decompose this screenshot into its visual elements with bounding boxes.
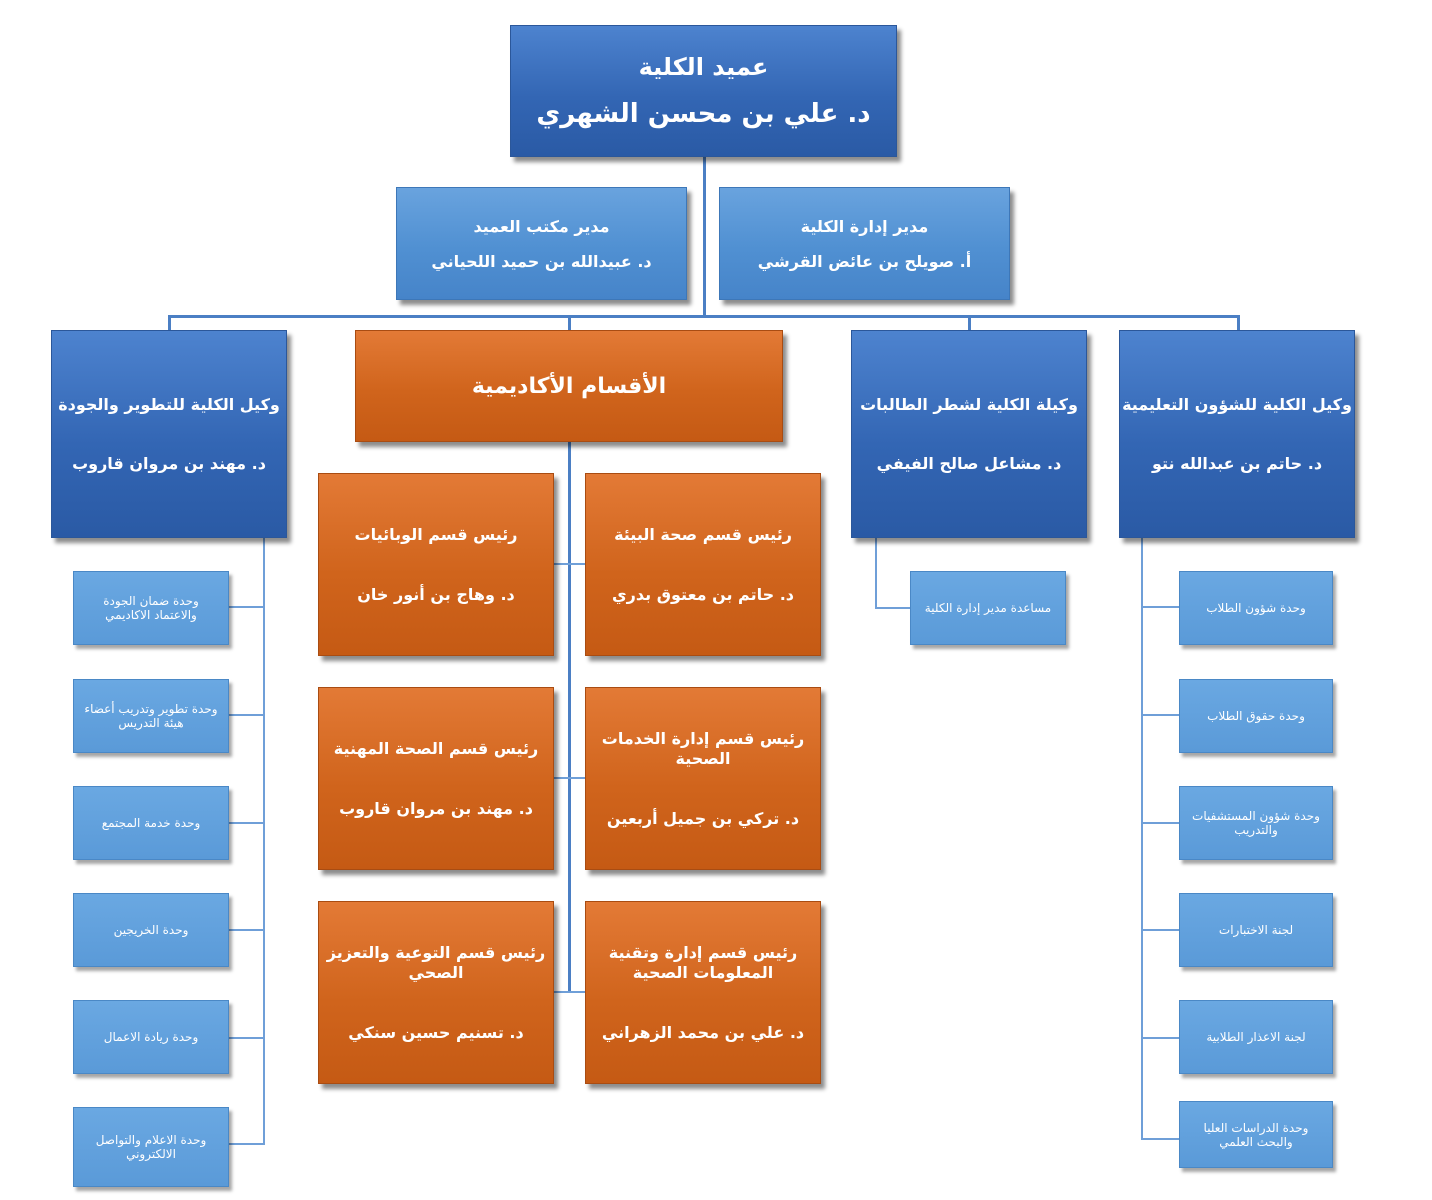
- unit-label: وحدة تطوير وتدريب أعضاء هيئة التدريس: [84, 702, 218, 730]
- unit-label: لجنة الاختبارات: [1218, 923, 1294, 937]
- dean-office-manager-name: د. عبيدالله بن حميد اللحياني: [431, 251, 652, 271]
- unit-label: وحدة حقوق الطلاب: [1207, 709, 1305, 723]
- development-unit: وحدة تطوير وتدريب أعضاء هيئة التدريس: [73, 679, 229, 753]
- connector-dev-unit-1: [229, 606, 265, 608]
- academic-departments-box: الأقسام الأكاديمية: [355, 330, 783, 442]
- vice-dean-development-title: وكيل الكلية للتطوير والجودة: [58, 395, 280, 414]
- vice-dean-development-name: د. مهند بن مروان قاروب: [72, 454, 266, 473]
- department-title: رئيس قسم التوعية والتعزيز الصحي: [326, 943, 546, 982]
- dean-office-manager-title: مدير مكتب العميد: [473, 216, 610, 236]
- connector-female-units-vertical: [875, 537, 877, 609]
- department-head-name: د. مهند بن مروان قاروب: [339, 799, 533, 818]
- unit-label: لجنة الاعذار الطلابية: [1206, 1030, 1306, 1044]
- vice-dean-female-name: د. مشاعل صالح الفيفي: [876, 454, 1062, 473]
- unit-label: وحدة الخريجين: [113, 923, 189, 937]
- connector-departments-trunk: [568, 441, 571, 993]
- department-health-informatics: رئيس قسم إدارة وتقنية المعلومات الصحية د…: [585, 901, 821, 1084]
- dean-box: عميد الكلية د. علي بن محسن الشهري: [510, 25, 897, 157]
- connector-dev-unit-6: [229, 1143, 265, 1145]
- department-health-promotion: رئيس قسم التوعية والتعزيز الصحي د. تسنيم…: [318, 901, 554, 1084]
- department-occupational-health: رئيس قسم الصحة المهنية د. مهند بن مروان …: [318, 687, 554, 870]
- department-head-name: د. تركي بن جميل أربعين: [606, 809, 800, 828]
- education-unit: لجنة الاختبارات: [1179, 893, 1333, 967]
- connector-dev-unit-3: [229, 822, 265, 824]
- department-health-services-admin: رئيس قسم إدارة الخدمات الصحية د. تركي بن…: [585, 687, 821, 870]
- unit-label: وحدة الدراسات العليا والبحث العلمي: [1203, 1120, 1309, 1149]
- education-unit: وحدة شؤون الطلاب: [1179, 571, 1333, 645]
- unit-label: وحدة شؤون الطلاب: [1206, 601, 1306, 615]
- education-unit: وحدة شؤون المستشفيات والتدريب: [1179, 786, 1333, 860]
- department-head-name: د. علي بن محمد الزهراني: [601, 1023, 805, 1042]
- connector-education-units-vertical: [1141, 537, 1143, 1139]
- development-unit: وحدة الاعلام والتواصل الالكتروني: [73, 1107, 229, 1187]
- development-unit: وحدة ضمان الجودة والاعتماد الاكاديمي: [73, 571, 229, 645]
- development-unit: وحدة خدمة المجتمع: [73, 786, 229, 860]
- connector-dev-unit-5: [229, 1037, 265, 1039]
- connector-vice-education: [1237, 315, 1240, 331]
- department-title: رئيس قسم الصحة المهنية: [333, 739, 539, 758]
- vice-dean-female-box: وكيلة الكلية لشطر الطالبات د. مشاعل صالح…: [851, 330, 1087, 538]
- unit-label: وحدة الاعلام والتواصل الالكتروني: [95, 1133, 207, 1161]
- connector-dev-unit-2: [229, 714, 265, 716]
- department-head-name: د. حاتم بن معتوق بدري: [612, 585, 794, 604]
- vice-dean-development-box: وكيل الكلية للتطوير والجودة د. مهند بن م…: [51, 330, 287, 538]
- unit-label: وحدة شؤون المستشفيات والتدريب: [1192, 809, 1320, 837]
- connector-female-unit-1: [875, 607, 910, 609]
- unit-label: وحدة خدمة المجتمع: [101, 816, 201, 830]
- dean-title: عميد الكلية: [638, 53, 769, 81]
- connector-top-horizontal: [168, 315, 1240, 318]
- connector-edu-unit-2: [1141, 714, 1179, 716]
- vice-dean-female-title: وكيلة الكلية لشطر الطالبات: [860, 395, 1078, 414]
- department-head-name: د. وهاج بن أنور خان: [357, 585, 515, 604]
- department-head-name: د. تسنيم حسين سنكي: [348, 1023, 524, 1042]
- department-title: رئيس قسم الوبائيات: [354, 525, 518, 544]
- connector-edu-unit-6: [1141, 1138, 1179, 1140]
- education-unit: وحدة حقوق الطلاب: [1179, 679, 1333, 753]
- development-unit: وحدة الخريجين: [73, 893, 229, 967]
- dean-office-manager-box: مدير مكتب العميد د. عبيدالله بن حميد الل…: [396, 187, 687, 300]
- vice-dean-education-box: وكيل الكلية للشؤون التعليمية د. حاتم بن …: [1119, 330, 1355, 538]
- department-environmental-health: رئيس قسم صحة البيئة د. حاتم بن معتوق بدر…: [585, 473, 821, 656]
- college-admin-manager-title: مدير إدارة الكلية: [800, 216, 929, 236]
- college-admin-manager-name: أ. صويلح بن عائض القرشي: [757, 251, 972, 271]
- connector-development-units-vertical: [263, 537, 265, 1144]
- connector-dept-row1: [552, 563, 586, 565]
- unit-label: وحدة ريادة الاعمال: [103, 1030, 199, 1044]
- connector-edu-unit-5: [1141, 1037, 1179, 1039]
- connector-vice-female: [968, 315, 971, 331]
- vice-dean-education-title: وكيل الكلية للشؤون التعليمية: [1122, 395, 1352, 414]
- connector-dev-unit-4: [229, 929, 265, 931]
- connector-vice-dev: [168, 315, 171, 331]
- female-section-unit: مساعدة مدير إدارة الكلية: [910, 571, 1066, 645]
- academic-departments-title: الأقسام الأكاديمية: [471, 373, 667, 399]
- connector-dept-row2: [552, 777, 586, 779]
- connector-dean-trunk: [703, 156, 706, 316]
- education-unit: وحدة الدراسات العليا والبحث العلمي: [1179, 1101, 1333, 1168]
- unit-label: وحدة ضمان الجودة والاعتماد الاكاديمي: [103, 594, 199, 622]
- department-title: رئيس قسم إدارة وتقنية المعلومات الصحية: [608, 943, 798, 982]
- dean-name: د. علي بن محسن الشهري: [536, 99, 871, 129]
- vice-dean-education-name: د. حاتم بن عبدالله نتو: [1151, 454, 1323, 473]
- connector-edu-unit-1: [1141, 606, 1179, 608]
- development-unit: وحدة ريادة الاعمال: [73, 1000, 229, 1074]
- education-unit: لجنة الاعذار الطلابية: [1179, 1000, 1333, 1074]
- department-epidemiology: رئيس قسم الوبائيات د. وهاج بن أنور خان: [318, 473, 554, 656]
- department-title: رئيس قسم إدارة الخدمات الصحية: [601, 729, 805, 768]
- connector-edu-unit-4: [1141, 929, 1179, 931]
- college-admin-manager-box: مدير إدارة الكلية أ. صويلح بن عائض القرش…: [719, 187, 1010, 300]
- connector-academic: [568, 315, 571, 331]
- connector-dept-row3: [552, 991, 586, 993]
- connector-edu-unit-3: [1141, 822, 1179, 824]
- unit-label: مساعدة مدير إدارة الكلية: [924, 601, 1052, 615]
- department-title: رئيس قسم صحة البيئة: [614, 525, 792, 544]
